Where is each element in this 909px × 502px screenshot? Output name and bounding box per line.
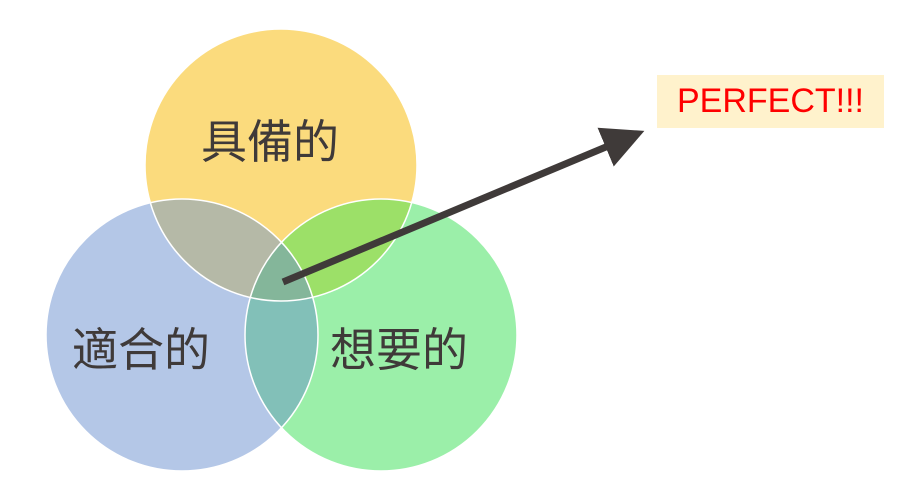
perfect-callout: PERFECT!!! [657, 75, 884, 128]
label-have: 具備的 [201, 115, 339, 169]
label-fit: 適合的 [72, 323, 210, 377]
overlap-have-fit [145, 199, 318, 301]
label-want: 想要的 [330, 323, 468, 377]
arrow [281, 127, 645, 286]
